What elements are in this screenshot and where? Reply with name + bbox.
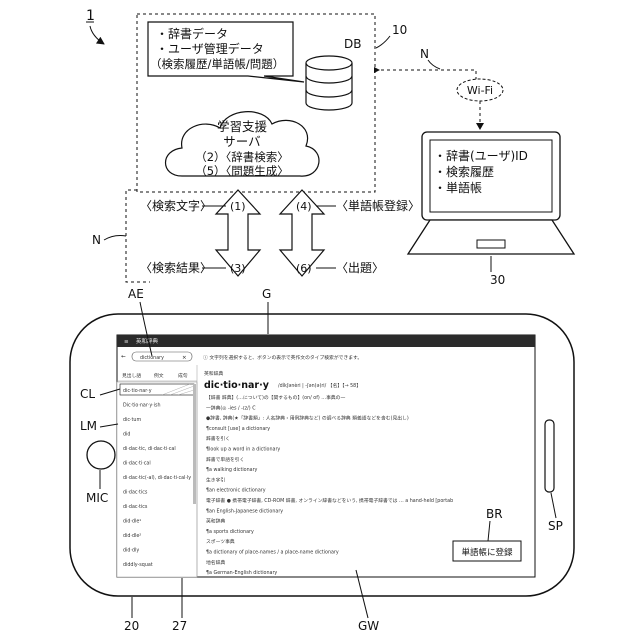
entry-line: 一辞典(◎ -ies / -ɪz/) C <box>206 404 256 411</box>
label-ae: AE <box>128 287 144 301</box>
entry-line: 【辞書 辞典】(…について)の【関するもの】(on/ of) …事典の一 <box>206 394 345 401</box>
list-item[interactable]: did·dle¹ <box>123 519 141 525</box>
entry-line: 英和辞典 <box>206 518 225 525</box>
label-lm: LM <box>80 419 97 433</box>
label-device-ref: 20 <box>124 619 139 633</box>
data-line-2: ・ユーザ管理データ <box>156 41 264 56</box>
list-item[interactable]: di·dac·tic(-al), di·dac·ti·cal·ly <box>123 475 191 481</box>
entry-line: ¶a German-English dictionary <box>206 570 277 576</box>
laptop-ref: 30 <box>490 273 505 287</box>
wifi-link-top <box>375 70 476 80</box>
entry-line: ¶consult [use] a dictionary <box>206 426 270 432</box>
speaker <box>545 420 554 492</box>
database-icon <box>306 56 352 110</box>
label-screen-ref: 27 <box>172 619 187 633</box>
data-line-1: ・辞書データ <box>156 26 228 41</box>
data-line-3: （検索履歴/単語帳/問題） <box>150 57 284 71</box>
cloud-line-2: サーバ <box>223 134 260 149</box>
entry-line: ●辞書, 辞典(★「辞書類」: 人名辞典・用例辞典など) の調べる辞典 類義語な… <box>206 415 409 422</box>
entry-line: ¶a dictionary of place-names / a place-n… <box>206 550 339 556</box>
laptop-line-2: ・検索履歴 <box>434 165 494 179</box>
flow-num-1: (1) <box>230 200 246 213</box>
entry-line: 辞書で単語を引く <box>206 456 244 463</box>
list-item[interactable]: di·dac·tics <box>123 490 148 496</box>
pronunciation: /díkʃənèri | -ʃən(ə)ri/ 【名】【→ 58】 <box>278 382 361 389</box>
list-item[interactable]: did·dle² <box>123 533 141 539</box>
entry-line: スポーツ事典 <box>206 538 235 545</box>
flow-question: 〈出題〉 <box>336 261 384 275</box>
dictionary-app-screen: ≡ 英和辞典 ← dictionary × ⓘ 文字列を選択すると、ボタンの表示… <box>117 335 535 577</box>
entry-line: 辞書を引く <box>206 435 230 442</box>
hint-text: ⓘ 文字列を選択すると、ボタンの表示で英作文のタイプ検索ができます。 <box>203 354 362 361</box>
dict-name: 英和辞典 <box>204 370 223 377</box>
back-icon[interactable]: ← <box>121 354 126 360</box>
list-item[interactable]: di·dac·tics <box>123 504 148 510</box>
db-label: DB <box>344 37 361 51</box>
tab-examples[interactable]: 例文 <box>154 372 164 379</box>
entry-line: ¶look up a word in a dictionary <box>206 447 280 453</box>
entry-line: 電子辞書 ● 携帯電子辞書, CD-ROM 辞書, オンライン辞書などをいう, … <box>206 497 453 504</box>
label-br: BR <box>486 507 503 521</box>
tab-headwords[interactable]: 見出し語 <box>122 372 141 379</box>
label-cl: CL <box>80 387 95 401</box>
entry-line: ¶an English-Japanese dictionary <box>206 508 283 514</box>
flow-num-4: (4) <box>296 200 312 213</box>
app-title: 英和辞典 <box>136 337 159 345</box>
flow-num-3: (3) <box>230 262 246 275</box>
figure-number: 1 <box>86 8 104 44</box>
label-sp: SP <box>548 519 563 533</box>
menu-icon[interactable]: ≡ <box>124 339 129 345</box>
list-item[interactable]: did <box>123 432 130 438</box>
flow-vocab-register: 〈単語帳登録〉 <box>336 198 420 213</box>
list-scrollbar[interactable] <box>193 384 196 504</box>
list-item[interactable]: di·dac·ti·cal <box>123 461 151 467</box>
server-ref: 10 <box>392 23 407 37</box>
add-to-vocab-label: 単語帳に登録 <box>461 547 513 558</box>
entry-line: 生き字引 <box>206 476 225 483</box>
laptop-line-3: ・単語帳 <box>434 180 482 195</box>
tab-idioms[interactable]: 成句 <box>178 372 188 379</box>
label-gw: GW <box>358 619 379 633</box>
list-item[interactable]: diddly-squat <box>123 562 153 568</box>
cloud-line-3: （2）〈辞書検索〉 <box>195 150 289 164</box>
cloud-line-4: （5）〈問題生成〉 <box>195 164 289 178</box>
app-titlebar <box>117 335 535 347</box>
network-label-top: N <box>420 47 429 61</box>
list-item[interactable]: di·dac·tic, di·dac·ti·cal <box>123 446 176 452</box>
label-g: G <box>262 287 271 301</box>
list-item[interactable]: Dic·tio·nar·y·ish <box>123 403 161 409</box>
entry-line: 地名辞典 <box>206 559 225 566</box>
entry-line: ¶a sports dictionary <box>206 529 254 535</box>
list-item[interactable]: dic·tum <box>123 417 141 423</box>
microphone <box>87 441 115 469</box>
wifi-label: Wi-Fi <box>467 84 493 97</box>
list-item[interactable]: did·dly <box>123 548 139 554</box>
cloud-line-1: 学習支援 <box>217 119 268 134</box>
list-item[interactable]: dic·tio·nar·y <box>123 388 152 394</box>
flow-search-text: 〈検索文字〉 <box>140 198 212 213</box>
clear-icon[interactable]: × <box>182 355 187 361</box>
headword: dic·tio·nar·y <box>204 380 270 391</box>
network-label-left: N <box>92 233 101 247</box>
flow-num-6: (6) <box>296 262 312 275</box>
entry-line: ¶a walking dictionary <box>206 467 258 473</box>
laptop-line-1: ・辞書(ユーザ)ID <box>434 148 528 163</box>
entry-line: ¶an electronic dictionary <box>206 488 266 494</box>
flow-search-result: 〈検索結果〉 <box>140 261 212 275</box>
label-mic: MIC <box>86 491 108 505</box>
